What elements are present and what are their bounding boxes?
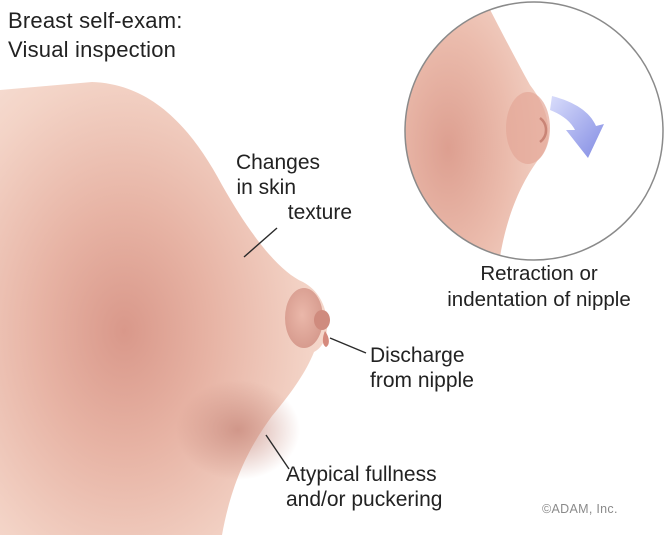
- title-line-2: Visual inspection: [8, 35, 183, 64]
- nipple: [314, 310, 330, 330]
- label-skin-texture-line-2: in skin: [206, 175, 356, 200]
- label-fullness-line-2: and/or puckering: [286, 487, 442, 512]
- label-retraction-line-1: Retraction or: [408, 261, 670, 287]
- label-fullness-line-1: Atypical fullness: [286, 462, 442, 487]
- label-discharge-line-2: from nipple: [370, 368, 474, 393]
- inset-areola: [506, 92, 550, 164]
- leader-line-discharge: [330, 338, 366, 353]
- under-shadow: [176, 380, 300, 480]
- label-skin-texture: Changes in skin texture: [206, 150, 356, 225]
- label-discharge-line-1: Discharge: [370, 343, 474, 368]
- label-fullness: Atypical fullness and/or puckering: [286, 462, 442, 512]
- title-line-1: Breast self-exam:: [8, 6, 183, 35]
- copyright-notice: ©ADAM, Inc.: [542, 502, 618, 516]
- label-skin-texture-line-3: texture: [206, 200, 356, 225]
- diagram-title: Breast self-exam: Visual inspection: [8, 6, 183, 64]
- inset-detail: [405, 0, 663, 270]
- label-discharge: Discharge from nipple: [370, 343, 474, 393]
- label-retraction: Retraction or indentation of nipple: [408, 261, 670, 313]
- label-retraction-line-2: indentation of nipple: [408, 287, 670, 313]
- label-skin-texture-line-1: Changes: [206, 150, 356, 175]
